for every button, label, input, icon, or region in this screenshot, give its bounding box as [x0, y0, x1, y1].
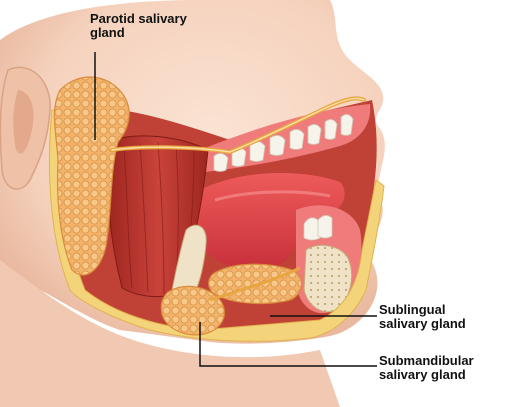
label-parotid: Parotid salivary gland [90, 12, 187, 40]
label-parotid-line2: gland [90, 26, 187, 40]
label-submandibular-line2: salivary gland [379, 368, 474, 382]
label-sublingual-line2: salivary gland [379, 317, 466, 331]
label-sublingual: Sublingual salivary gland [379, 303, 466, 331]
label-submandibular: Submandibular salivary gland [379, 354, 474, 382]
label-parotid-line1: Parotid salivary [90, 12, 187, 26]
label-sublingual-line1: Sublingual [379, 303, 466, 317]
label-submandibular-line1: Submandibular [379, 354, 474, 368]
